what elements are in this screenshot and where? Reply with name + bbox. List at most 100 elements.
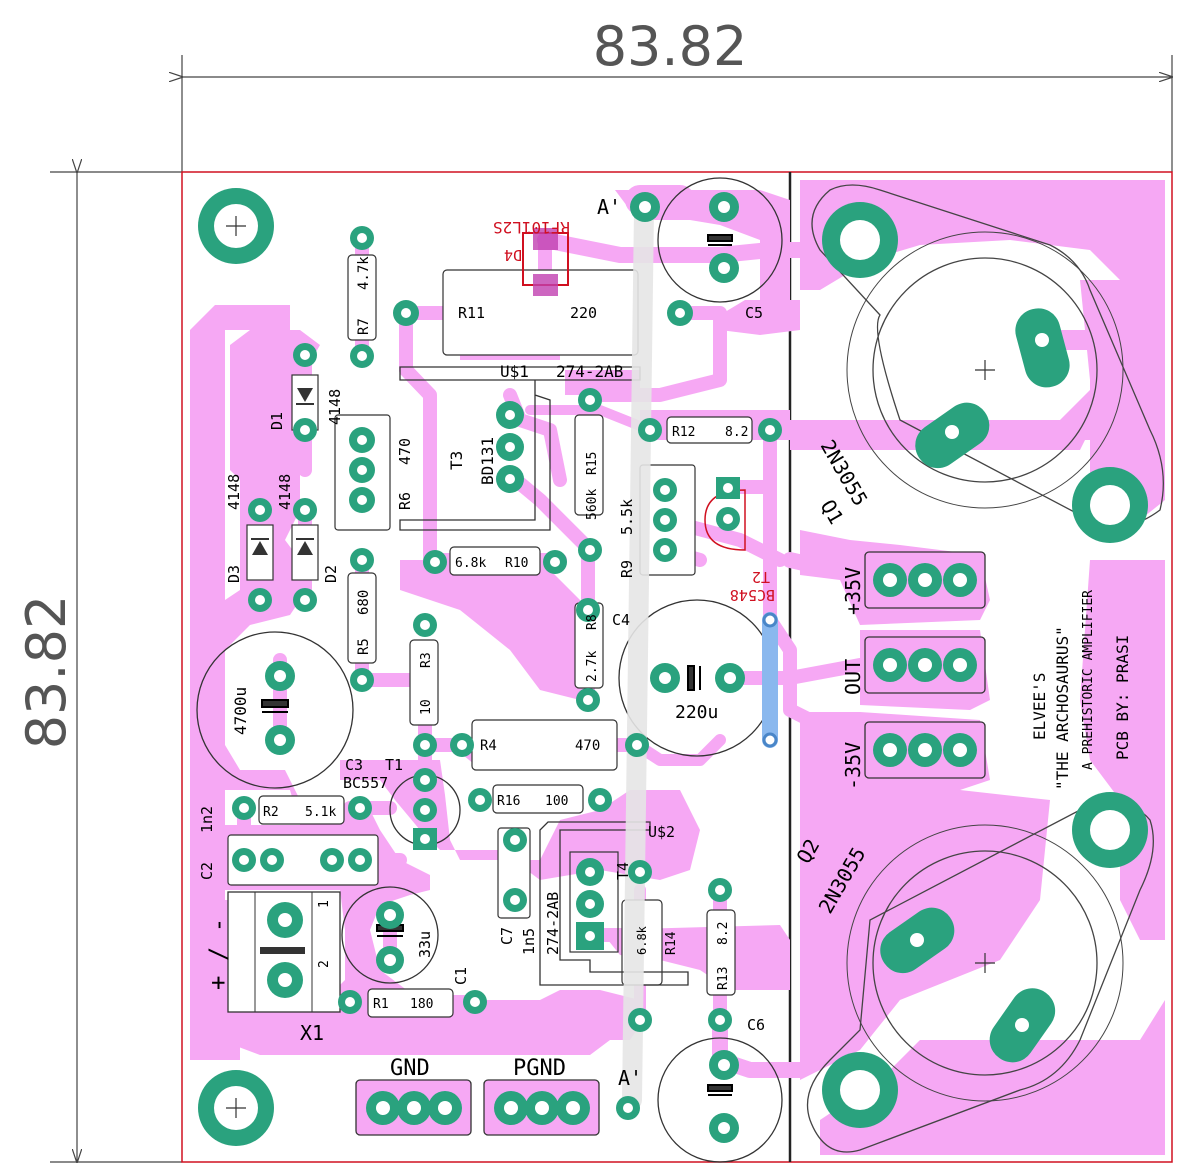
r10-body [449, 546, 541, 576]
r7-value: 4.7k [356, 256, 372, 290]
credit-line1: ELVEE'S [1030, 673, 1049, 740]
t4-body [569, 851, 619, 953]
r14-value: 6.8k [635, 925, 649, 955]
d3-ref: D3 [225, 565, 243, 583]
d4-value-label: RF101L2S [493, 218, 570, 237]
d3-symbol [252, 541, 268, 555]
c6-outline [657, 1037, 783, 1163]
r10-value: 6.8k [455, 556, 486, 571]
x1-polarity-label: + / - [204, 918, 232, 990]
t3-value: BD131 [478, 437, 497, 485]
r5-body [347, 572, 377, 664]
r2-value: 5.1k [305, 805, 336, 820]
c-4700-value: 4700u [231, 687, 250, 735]
credit-line2: "THE ARCHOSAURUS" [1053, 626, 1072, 790]
height-dimension-label: 83.82 [15, 595, 78, 750]
t2-value-label: BC548 [730, 586, 775, 604]
r2-ref: R2 [263, 805, 279, 820]
silkscreen-labels: R7 4.7k R11 220 C5 D1 4148 R6 470 U$1 27… [198, 195, 1132, 1090]
u1-value: 274-2AB [556, 362, 623, 381]
r7-body [347, 254, 377, 341]
r4-ref: R4 [480, 738, 497, 754]
r3-value: 10 [419, 699, 434, 715]
r5-value: 680 [356, 590, 372, 615]
c6-polarity-bar [707, 1084, 733, 1092]
r7-ref: R7 [356, 318, 372, 335]
r13-value: 8.2 [716, 922, 731, 945]
c5-polarity-bar [707, 234, 733, 242]
d3-value: 4148 [225, 474, 243, 510]
r15-value: 560k [585, 489, 600, 520]
c6-ref: C6 [747, 1016, 765, 1034]
x1-pin1-label: 1 [317, 900, 332, 908]
t3-ref: T3 [447, 451, 466, 470]
d1-symbol [297, 388, 313, 402]
r10-ref: R10 [505, 556, 528, 571]
u2-ref: U$2 [648, 823, 675, 841]
r1-ref: R1 [373, 997, 389, 1012]
r11-ref: R11 [458, 304, 485, 322]
c1-outline [341, 886, 439, 984]
r13-ref: R13 [716, 967, 731, 990]
c7-value: 1n5 [520, 928, 538, 955]
r3-body [409, 639, 439, 726]
r12-ref: R12 [672, 425, 695, 440]
d1-ref: D1 [268, 412, 286, 430]
t1-ref: T1 [385, 756, 403, 774]
jumper-top-label: A' [597, 195, 621, 219]
connector-pos35-label: +35V [841, 567, 865, 615]
c2-ref: C2 [198, 862, 216, 880]
connector-gnd-label: GND [390, 1056, 430, 1081]
c3-polarity-bar [261, 699, 289, 708]
q1-outline [811, 184, 1164, 527]
r8-value: 2.7k [585, 651, 600, 682]
x1-ref: X1 [300, 1021, 324, 1045]
blue-jumper-pad-bottom [762, 732, 778, 748]
jumper-a-wire [622, 200, 654, 1110]
x1-pin2-label: 2 [317, 960, 332, 968]
d1-value: 4148 [326, 389, 344, 425]
d4-pad-2 [533, 274, 558, 296]
d2-ref: D2 [322, 565, 340, 583]
r12-body [666, 416, 753, 444]
r15-ref: R15 [585, 452, 600, 475]
r11-value: 220 [570, 304, 597, 322]
c3-ref: C3 [345, 756, 363, 774]
r5-ref: R5 [356, 638, 372, 655]
credit-line3: A PREHISTORIC AMPLIFIER [1081, 590, 1096, 770]
d2-value: 4148 [276, 474, 294, 510]
r9-value: 5.5k [618, 499, 636, 535]
c4-ref: C4 [612, 611, 630, 629]
t2-ref-label: T2 [752, 568, 770, 586]
connector-neg35-label: -35V [841, 742, 865, 790]
width-dimension-label: 83.82 [593, 15, 748, 78]
c4-polarity-bar [687, 665, 695, 691]
c2-body [227, 834, 379, 886]
r15-body [574, 414, 604, 516]
t1-value: BC557 [343, 774, 388, 792]
c7-ref: C7 [498, 927, 516, 945]
u2-value: 274-2AB [544, 892, 562, 955]
d4-ref-label: D4 [504, 246, 522, 264]
r6-value: 470 [396, 438, 414, 465]
c3-outline [196, 631, 354, 789]
r13-body [706, 909, 736, 996]
jumper-bottom-label: A' [618, 1066, 642, 1090]
c5-ref: C5 [745, 304, 763, 322]
r16-ref: R16 [497, 794, 520, 809]
dimension-annotations: 83.82 83.82 [15, 15, 1172, 1162]
c2-value: 1n2 [198, 806, 216, 833]
origin-marks [226, 216, 995, 1118]
c1-ref: C1 [452, 967, 470, 985]
u1-ref: U$1 [500, 362, 529, 381]
blue-jumper-pad-top [762, 612, 778, 628]
connector-pgnd-label: PGND [513, 1056, 566, 1081]
u2-heatsink [539, 821, 689, 986]
r4-value: 470 [575, 738, 600, 754]
r8-ref: R8 [585, 614, 600, 630]
d4-pad-1 [533, 228, 558, 250]
r14-ref: R14 [664, 931, 679, 955]
r1-body [367, 988, 454, 1018]
r6-ref: R6 [396, 492, 414, 510]
